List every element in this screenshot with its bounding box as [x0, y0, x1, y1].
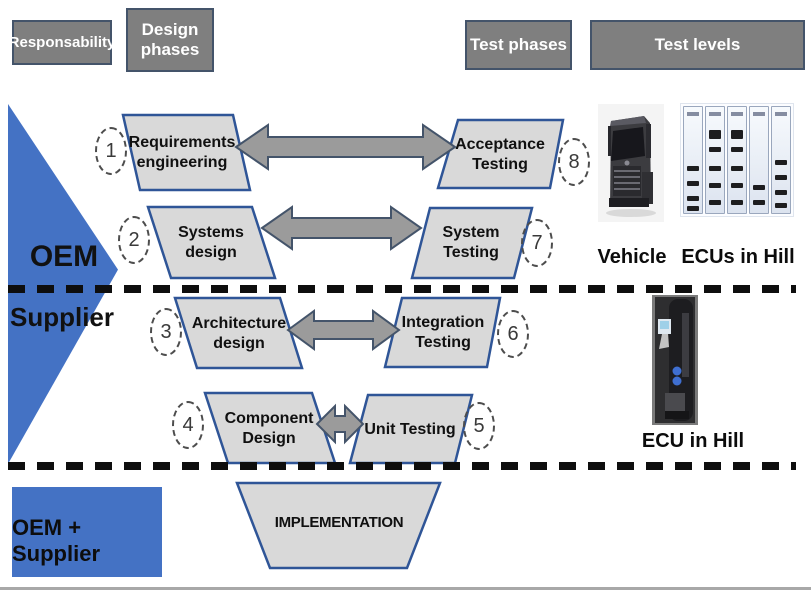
architecture-design-label: Architecture design	[191, 315, 287, 352]
system-testing-shape	[410, 206, 534, 280]
truck-icon	[606, 116, 656, 217]
unit-testing-label: Unit Testing	[364, 421, 456, 438]
integration-testing-label: Integration Testing	[401, 314, 485, 351]
arrow-requirements-acceptance	[234, 123, 457, 171]
test-levels-header: Test levels	[590, 20, 805, 70]
test-phases-header: Test phases	[465, 20, 572, 70]
rack-cabinet	[771, 106, 791, 214]
systems-design-label: Systems design	[178, 224, 244, 261]
integration-testing-shape	[383, 296, 502, 369]
acceptance-testing-shape	[436, 118, 565, 190]
phase-number-1: 1	[95, 127, 127, 175]
ecu-racks-image	[680, 103, 794, 217]
arrow-architecture-integration	[286, 309, 401, 351]
bottom-rule	[0, 587, 811, 590]
implementation-label: IMPLEMENTATION	[274, 513, 404, 531]
rack-cabinet	[683, 106, 703, 214]
ecu-device-image	[652, 295, 698, 425]
ecu-in-hill-label: ECU in Hill	[641, 430, 745, 452]
arrow-component-unit	[315, 403, 365, 445]
phase-number-2: 2	[118, 216, 150, 264]
vehicle-image	[598, 104, 664, 222]
phase-number-7: 7	[521, 219, 553, 267]
phase-number-5: 5	[463, 402, 495, 450]
phase-number-3: 3	[150, 308, 182, 356]
rack-cabinet	[705, 106, 725, 214]
acceptance-testing-label: Acceptance Testing	[455, 136, 545, 173]
system-testing-label: System Testing	[442, 224, 500, 261]
implementation-shape	[235, 481, 442, 570]
oem-supplier-box: OEM + Supplier	[12, 487, 162, 577]
responsibility-header: Responsability	[9, 20, 115, 65]
phase-number-6: 6	[497, 310, 529, 358]
requirements-engineering-label: Requirements engineering	[128, 134, 236, 171]
vehicle-label: Vehicle	[597, 246, 667, 268]
supplier-implementation-divider	[8, 462, 796, 470]
ecu-icon	[652, 295, 698, 425]
component-design-label: Component Design	[224, 410, 314, 447]
systems-design-shape	[146, 205, 277, 280]
phase-number-8: 8	[558, 138, 590, 186]
supplier-label: Supplier	[10, 302, 115, 332]
arrow-systems-system	[260, 205, 423, 251]
design-phases-header: Design phases	[126, 8, 214, 72]
oem-supplier-divider	[8, 285, 796, 293]
rack-cabinet	[749, 106, 769, 214]
requirements-engineering-shape	[121, 113, 252, 192]
ecus-in-hill-label: ECUs in Hill	[681, 246, 795, 268]
oem-label: OEM	[29, 240, 99, 273]
architecture-design-shape	[173, 296, 304, 370]
phase-number-4: 4	[172, 401, 204, 449]
rack-cabinet	[727, 106, 747, 214]
